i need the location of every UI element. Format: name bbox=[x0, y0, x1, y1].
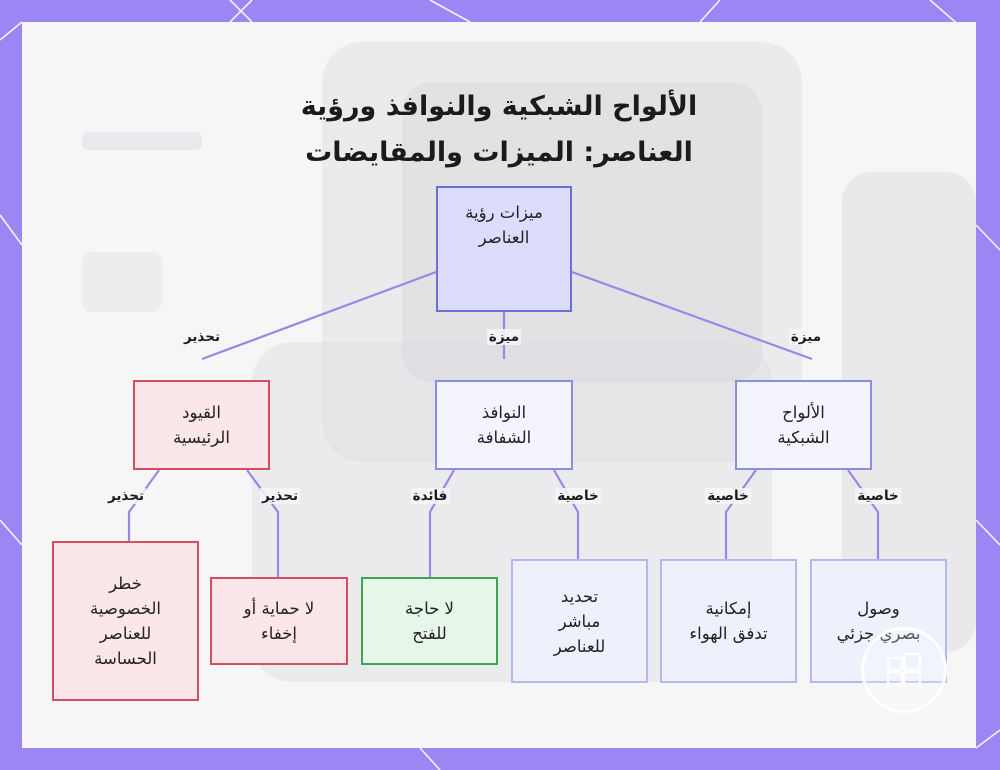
edge-label-mesh-airflow: خاصية bbox=[705, 488, 751, 504]
edge-label-root-mesh: ميزة bbox=[789, 329, 823, 345]
edge-limits-privacy bbox=[129, 470, 159, 541]
edge-windows-opening bbox=[430, 470, 454, 577]
diagram-card: الألواح الشبكية والنوافذ ورؤية العناصر: … bbox=[22, 22, 976, 748]
edge-label-root-limits: تحذير bbox=[182, 329, 222, 345]
edge-root-limits bbox=[202, 272, 436, 359]
edge-mesh-airflow bbox=[726, 470, 756, 559]
node-main-limitations: القيود الرئيسية bbox=[133, 380, 270, 470]
edge-label-mesh-visual: خاصية bbox=[855, 488, 901, 504]
edge-label-limits-protection: تحذير bbox=[260, 488, 300, 504]
node-transparent-windows: النوافذ الشفافة bbox=[435, 380, 573, 470]
edge-label-root-windows: ميزة bbox=[487, 329, 521, 345]
edge-windows-direct bbox=[554, 470, 578, 559]
node-mesh-panels: الألواح الشبكية bbox=[735, 380, 872, 470]
node-root: ميزات رؤية العناصر bbox=[436, 186, 572, 312]
node-no-protection: لا حماية أو إخفاء bbox=[210, 577, 348, 665]
node-privacy-risk: خطر الخصوصية للعناصر الحساسة bbox=[52, 541, 199, 701]
edge-mesh-visual bbox=[848, 470, 878, 559]
logo-icon bbox=[861, 627, 947, 713]
node-no-opening: لا حاجة للفتح bbox=[361, 577, 498, 665]
edge-limits-protection bbox=[247, 470, 278, 577]
edge-root-mesh bbox=[572, 272, 812, 359]
tree-diagram: ميزات رؤية العناصر الألواح الشبكية النوا… bbox=[22, 22, 976, 748]
node-airflow: إمكانية تدفق الهواء bbox=[660, 559, 797, 683]
node-direct-id: تحديد مباشر للعناصر bbox=[511, 559, 648, 683]
edge-label-limits-privacy: تحذير bbox=[106, 488, 146, 504]
edge-label-windows-direct: خاصية bbox=[555, 488, 601, 504]
edge-label-windows-opening: فائدة bbox=[411, 488, 450, 504]
